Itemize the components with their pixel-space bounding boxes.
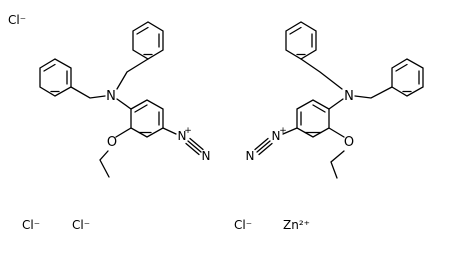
left-aryl-diazo-bond <box>162 127 177 135</box>
chloride-ion-1: Cl⁻ <box>8 13 26 27</box>
right-top-phenyl-ring <box>285 21 317 60</box>
right-diazo-triple-bond <box>254 137 273 156</box>
left-ether-oxygen: O <box>107 135 117 150</box>
left-diazo-n-inner: N <box>178 129 187 143</box>
right-diazo-n-inner: N <box>272 129 281 143</box>
zinc-ion: Zn²⁺ <box>283 218 310 232</box>
right-ether-oxygen: O <box>344 135 354 150</box>
chloride-ion-3: Cl⁻ <box>72 218 90 232</box>
right-aryl-diazo-bond <box>282 127 298 135</box>
left-n-aryl-bond <box>116 98 132 110</box>
left-amine-nitrogen: N <box>106 89 116 104</box>
left-diazo-n-outer: N <box>202 149 211 163</box>
left-top-ch2-bond <box>116 58 149 90</box>
left-aryl-o-bond <box>115 127 132 138</box>
right-n-aryl-bond <box>328 98 344 110</box>
left-cation: N N + N O <box>39 21 211 178</box>
left-left-ch2-bond <box>70 86 106 99</box>
right-right-ch2-bond <box>354 86 393 99</box>
left-diazo-charge: + <box>184 126 192 136</box>
left-top-phenyl-ring <box>132 21 164 60</box>
right-top-ch2-bond <box>300 58 343 90</box>
left-diazo-triple-bond <box>185 137 204 156</box>
left-ethyl-chain <box>99 150 110 178</box>
right-amine-nitrogen: N <box>344 89 354 104</box>
right-diazo-charge: + <box>279 126 287 136</box>
chloride-ion-2: Cl⁻ <box>22 218 40 232</box>
right-diazo-n-outer: N <box>246 149 255 163</box>
right-cation: N N + N O <box>246 21 424 179</box>
right-aryl-o-bond <box>328 127 345 138</box>
chloride-ion-4: Cl⁻ <box>234 218 252 232</box>
right-ethyl-chain <box>330 150 345 179</box>
